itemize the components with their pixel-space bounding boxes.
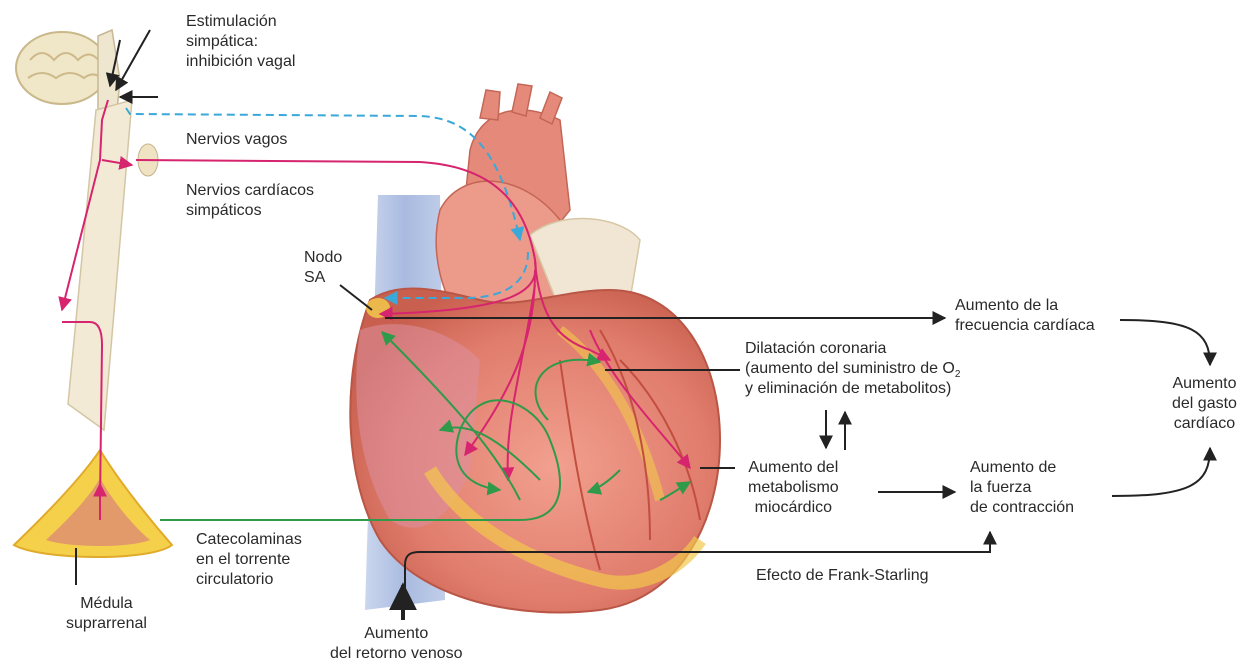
brainstem-illustration	[16, 30, 120, 120]
coronary-dilation-label: Dilatación coronaria	[745, 339, 886, 359]
coronary-dilation-metabolites-label: y eliminación de metabolitos)	[745, 379, 951, 399]
heart-rate-increase-label: Aumento de la frecuencia cardíaca	[955, 296, 1095, 336]
myocardial-metabolism-label: Aumento del metabolismo miocárdico	[748, 458, 839, 518]
frank-starling-label: Efecto de Frank-Starling	[756, 566, 929, 586]
vagus-nerves-label: Nervios vagos	[186, 130, 287, 150]
cardiac-sympathetic-nerves-label: Nervios cardíacos simpáticos	[186, 181, 314, 221]
adrenal-medulla-label: Médula suprarrenal	[66, 594, 147, 634]
catecholamines-label: Catecolaminas en el torrente circulatori…	[196, 530, 302, 590]
sa-node-label: Nodo SA	[304, 248, 342, 288]
venous-return-label: Aumento del retorno venoso	[330, 624, 463, 664]
sympathetic-stimulation-label: Estimulación simpática: inhibición vagal	[186, 12, 295, 72]
contraction-force-label: Aumento de la fuerza de contracción	[970, 458, 1074, 518]
adrenal-gland-illustration	[14, 450, 172, 557]
cardiac-output-increase-label: Aumento del gasto cardíaco	[1172, 374, 1237, 434]
